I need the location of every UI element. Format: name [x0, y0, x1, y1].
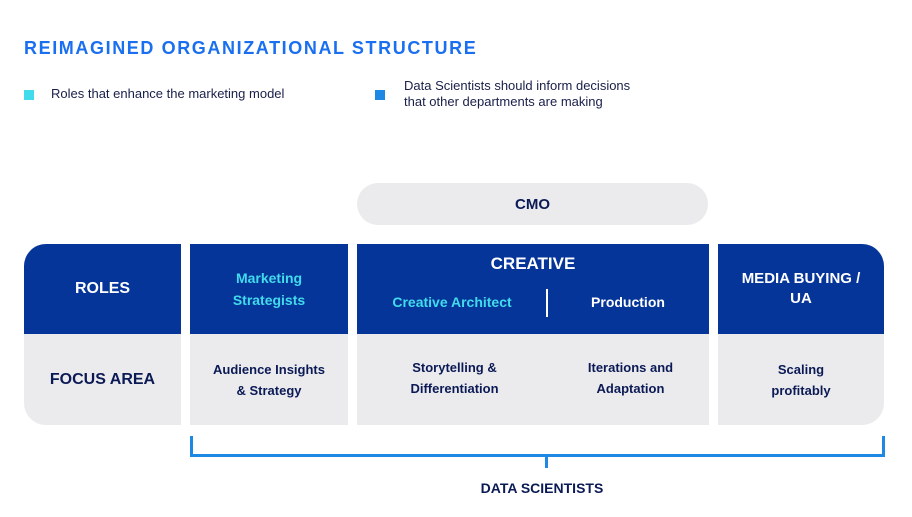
- focus-area-row-header: FOCUS AREA: [24, 334, 181, 425]
- focus-storytelling: Storytelling & Differentiation: [357, 357, 552, 399]
- focus-marketing-line-2: & Strategy: [236, 382, 302, 398]
- bracket-right-tick: [882, 436, 885, 457]
- cmo-box: CMO: [357, 183, 708, 225]
- focus-media-line-1: Scaling: [777, 361, 825, 377]
- focus-scaling: Scaling profitably: [718, 334, 884, 425]
- focus-storytelling-line-2: Differentiation: [410, 381, 499, 396]
- creative-cell: CREATIVE Creative Architect Production: [357, 244, 709, 334]
- creative-header: CREATIVE: [490, 254, 576, 273]
- creative-divider: [546, 289, 548, 317]
- legend-label-roles: Roles that enhance the marketing model: [51, 86, 285, 101]
- media-line-2: UA: [790, 290, 812, 307]
- focus-marketing-line-1: Audience Insights: [213, 361, 325, 377]
- media-buying-cell: MEDIA BUYING / UA: [718, 244, 884, 334]
- focus-audience-insights: Audience Insights & Strategy: [190, 334, 348, 425]
- legend-label-data-scientists: Data Scientists should inform decisions …: [404, 78, 630, 110]
- focus-iterations-line-2: Adaptation: [596, 381, 665, 396]
- bracket-center-tick: [545, 454, 548, 468]
- marketing-line-2: Strategists: [232, 292, 306, 308]
- focus-iterations: Iterations and Adaptation: [552, 357, 709, 399]
- media-line-1: MEDIA BUYING /: [741, 270, 861, 287]
- roles-row-header: ROLES: [24, 244, 181, 334]
- production-label: Production: [591, 294, 665, 310]
- data-scientists-label: DATA SCIENTISTS: [480, 480, 604, 496]
- creative-architect-label: Creative Architect: [392, 294, 512, 310]
- focus-storytelling-line-1: Storytelling &: [412, 360, 497, 375]
- page-title: REIMAGINED ORGANIZATIONAL STRUCTURE: [24, 38, 478, 58]
- bracket-left-tick: [190, 436, 193, 457]
- focus-iterations-line-1: Iterations and: [587, 360, 674, 375]
- bracket-line: [190, 454, 885, 457]
- focus-media-line-2: profitably: [771, 382, 831, 398]
- legend-line-1: Data Scientists should inform decisions: [404, 78, 631, 93]
- marketing-strategists-cell: Marketing Strategists: [190, 244, 348, 334]
- marketing-line-1: Marketing: [235, 270, 303, 286]
- focus-creative-cell: Storytelling & Differentiation Iteration…: [357, 334, 709, 425]
- legend-swatch-roles: [24, 90, 34, 100]
- legend-line-2: that other departments are making: [404, 94, 603, 109]
- legend-swatch-data-scientists: [375, 90, 385, 100]
